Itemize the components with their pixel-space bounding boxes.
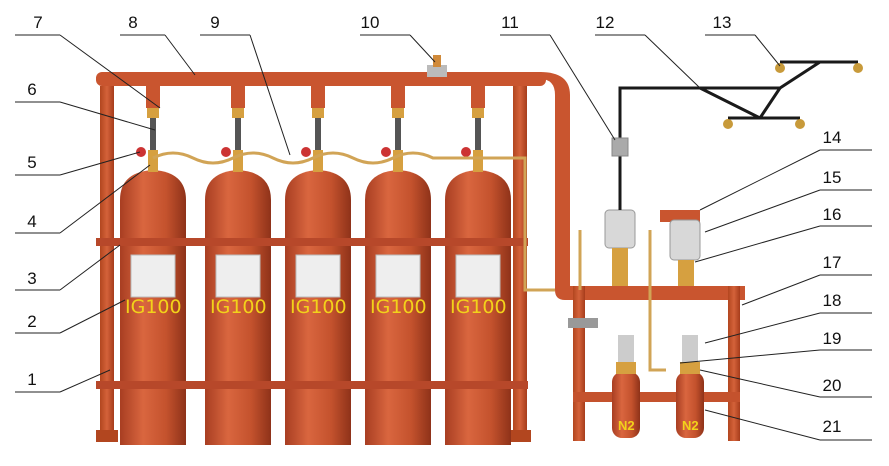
leader-line [699,149,872,211]
callout-14: 14 [699,128,872,211]
callout-4: 4 [15,164,151,234]
callout-number: 21 [823,417,842,436]
callout-number: 17 [823,253,842,272]
callout-5: 5 [15,151,141,176]
callout-21: 21 [704,409,872,441]
leader-line [200,34,291,156]
callout-7: 7 [15,13,161,109]
callout-12: 12 [595,13,701,89]
agent-cylinder: IG100 [205,86,271,445]
leader-line [705,34,781,67]
callout-number: 15 [823,168,842,187]
callout-2: 2 [15,299,126,334]
callout-number: 8 [128,13,137,32]
agent-cylinder: IG100 [120,86,186,445]
callout-number: 14 [823,128,842,147]
callout-18: 18 [704,291,872,344]
callout-number: 12 [596,13,615,32]
leader-line [679,349,872,364]
leader-line [704,409,872,441]
upper-band [96,238,528,246]
leader-line [15,101,156,131]
distribution-pipe [611,60,858,210]
leader-line [694,225,872,263]
callout-number: 11 [501,13,519,32]
manifold-pipe [96,55,745,300]
callout-8: 8 [120,13,196,76]
callout-number: 16 [823,205,842,224]
n2-label: N2 [618,418,635,433]
lower-band [96,381,528,389]
callout-number: 19 [823,329,842,348]
callout-15: 15 [704,168,872,233]
ig100-label: IG100 [450,296,507,318]
agent-cylinder: IG100 [445,86,511,445]
callout-10: 10 [360,13,436,63]
agent-cylinder: IG100 [285,86,351,445]
callout-11: 11 [500,13,616,141]
callout-9: 9 [200,13,291,156]
ig100-label: IG100 [125,296,182,318]
leader-line [595,34,701,89]
callout-3: 3 [15,244,121,291]
pilot-cylinders: N2 N2 [612,335,704,438]
ig100-label: IG100 [370,296,427,318]
leader-line [15,34,161,109]
leader-line [741,274,872,306]
callout-number: 7 [33,13,42,32]
callout-number: 20 [823,376,842,395]
callout-19: 19 [679,329,872,364]
leader-line [15,164,151,234]
leader-line [15,151,141,176]
ig100-label: IG100 [290,296,347,318]
ig100-label: IG100 [210,296,267,318]
selector-valves [604,209,701,286]
leader-line [15,369,111,393]
leader-line [360,34,436,63]
leader-line [15,244,121,291]
pilot-stand [568,230,740,441]
callout-13: 13 [705,13,781,67]
callout-number: 9 [210,13,219,32]
callout-number: 10 [361,13,380,32]
callout-number: 4 [27,212,36,231]
callout-1: 1 [15,369,111,393]
callout-number: 3 [27,269,36,288]
callout-number: 5 [27,153,36,172]
pilot-hose [152,151,555,292]
leader-line [15,299,126,334]
callout-number: 6 [27,80,36,99]
callout-number: 2 [27,312,36,331]
n2-label: N2 [682,418,699,433]
callout-20: 20 [699,369,872,398]
callout-number: 18 [823,291,842,310]
callout-17: 17 [741,253,872,306]
leader-line [699,369,872,398]
callout-number: 13 [713,13,732,32]
callout-6: 6 [15,80,156,131]
callout-16: 16 [694,205,872,263]
nozzles [723,63,863,129]
leader-line [704,189,872,233]
agent-cylinder: IG100 [365,86,431,445]
callout-number: 1 [27,370,36,389]
leader-line [500,34,616,141]
leader-line [120,34,196,76]
leader-line [704,312,872,344]
